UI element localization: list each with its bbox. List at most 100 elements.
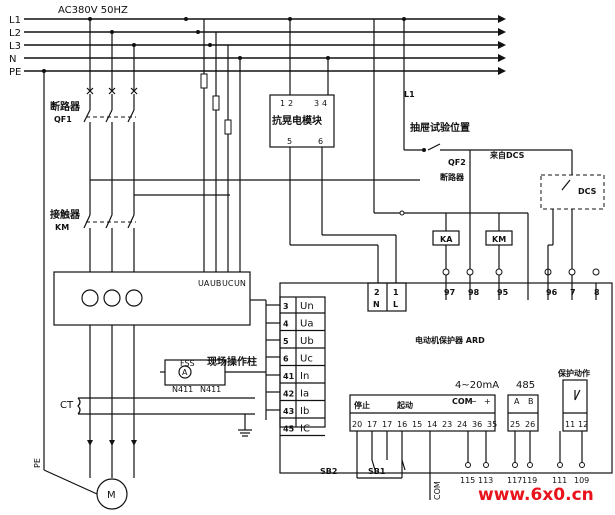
- bottom-terminal-label: 16: [397, 420, 407, 429]
- bus-label-l1: L1: [9, 15, 21, 26]
- left-term-signal: IC: [300, 424, 310, 435]
- field-op-code: FSS: [180, 359, 195, 368]
- supply-bus: [24, 15, 506, 75]
- bus-label-l3: L3: [9, 41, 21, 52]
- kbd-pin-6: 6: [318, 137, 323, 146]
- top-terminal-block-a: [367, 282, 407, 312]
- dcs-source-label: 来自DCS: [489, 150, 525, 160]
- bottom-terminal-label: 36: [472, 420, 482, 429]
- bottom-terminal-label: 25: [510, 420, 520, 429]
- com-bottom-label: COM: [433, 481, 442, 500]
- coil-ka-label: KA: [440, 235, 453, 244]
- left-term-signal: Ua: [300, 319, 313, 330]
- protect-label: 保护动作: [557, 368, 590, 378]
- top-sub-l: L: [393, 300, 398, 309]
- left-term-number: 4: [283, 320, 289, 329]
- relay-terminal-label: 97: [444, 288, 455, 297]
- left-term-signal: Ia: [300, 389, 309, 400]
- protector-panel: [279, 282, 613, 474]
- field-op-n1: N411: [172, 385, 193, 394]
- left-term-number: 45: [283, 425, 295, 434]
- relay-terminal-label: 95: [497, 288, 509, 297]
- ct-label: CT: [60, 400, 74, 411]
- relay-terminal-label: 7: [570, 288, 576, 297]
- left-term-signal: Uc: [300, 354, 313, 365]
- relay-wiring: [445, 245, 597, 300]
- sb2-label[interactable]: SB2: [320, 467, 337, 476]
- draw-out-contact: [404, 143, 573, 283]
- meter-input-uc: UC: [222, 279, 234, 288]
- rs485-a: A: [514, 397, 520, 406]
- field-op-n2: N411: [200, 385, 221, 394]
- draw-out-label: 抽屉试验位置: [410, 121, 470, 134]
- sensor-hole-b: [103, 289, 121, 307]
- coil-feed-terminal: [399, 210, 405, 216]
- watermark-text: www.6x0.cn: [478, 485, 594, 505]
- main-circuit: [89, 19, 135, 90]
- rs485-label: 485: [516, 380, 535, 391]
- relay-terminal-dot: [495, 268, 503, 276]
- bottom-terminal-label: 17: [382, 420, 392, 429]
- bus-label-l2: L2: [9, 28, 21, 39]
- km-label: 接触器: [50, 208, 81, 221]
- relay-terminal-label: 8: [594, 288, 600, 297]
- left-term-number: 3: [283, 302, 289, 311]
- sb1-label[interactable]: SB1: [368, 467, 386, 476]
- sensor-hole-c: [125, 289, 143, 307]
- wire-terminal: [512, 462, 518, 468]
- motor-feeder: [87, 325, 137, 478]
- bottom-terminal-block: [349, 379, 588, 432]
- kbd-pin-3: 3: [314, 99, 319, 108]
- top-sub-n: N: [373, 300, 380, 309]
- pe-label: PE: [33, 458, 42, 468]
- kbd-pin-2: 2: [288, 99, 293, 108]
- bottom-terminal-label: 20: [352, 420, 362, 429]
- ammeter-letter: A: [182, 368, 188, 377]
- contactor-km: [83, 214, 136, 272]
- kbd-pin-5: 5: [287, 137, 292, 146]
- kbd-pin-4: 4: [322, 99, 327, 108]
- relay-terminal-dot: [592, 268, 600, 276]
- meter-input-un: UN: [234, 279, 246, 288]
- coil-km-label: KM: [492, 235, 506, 244]
- analog-label: 4~20mA: [455, 380, 499, 391]
- top-term-2: 2: [374, 288, 380, 297]
- dcs-box-label: DCS: [578, 187, 597, 196]
- relay-terminal-dot: [568, 268, 576, 276]
- kbd-pin-1: 1: [280, 99, 285, 108]
- protect-contact-b: [574, 389, 581, 401]
- sensor-to-panel-wires: [250, 299, 280, 420]
- supply-label: AC380V 50HZ: [58, 5, 128, 16]
- ammeter-icon: [178, 365, 192, 379]
- anti-sway-module: [269, 94, 335, 148]
- top-term-1: 1: [393, 288, 399, 297]
- relay-terminal-dot: [442, 268, 450, 276]
- left-term-number: 41: [283, 372, 295, 381]
- ct-coil: [77, 397, 255, 437]
- left-term-signal: Un: [300, 301, 314, 312]
- stop-label: 停止: [354, 400, 370, 410]
- wire-terminal: [557, 462, 563, 468]
- bottom-terminal-label: 23: [442, 420, 452, 429]
- sensor-hole-a: [81, 289, 99, 307]
- left-terminal-block: [279, 296, 326, 428]
- left-term-signal: Ib: [300, 406, 309, 417]
- wire-number: 115: [460, 476, 475, 485]
- left-term-number: 42: [283, 390, 294, 399]
- left-term-signal: In: [300, 371, 309, 382]
- bus-label-pe: PE: [9, 67, 21, 78]
- left-term-number: 5: [283, 337, 289, 346]
- qf1-label: 断路器: [50, 100, 81, 113]
- kbd-label: 抗晃电模块: [272, 114, 323, 127]
- wire-terminal: [483, 462, 489, 468]
- wire-number: 111: [552, 476, 567, 485]
- relay-terminal-label: 96: [546, 288, 558, 297]
- coil-wiring: [445, 213, 529, 283]
- left-term-number: 43: [283, 407, 294, 416]
- qf1-code: QF1: [54, 115, 72, 124]
- relay-terminal-label: 98: [468, 288, 480, 297]
- bottom-terminal-label: 12: [578, 420, 588, 429]
- push-button-wiring: [356, 431, 431, 500]
